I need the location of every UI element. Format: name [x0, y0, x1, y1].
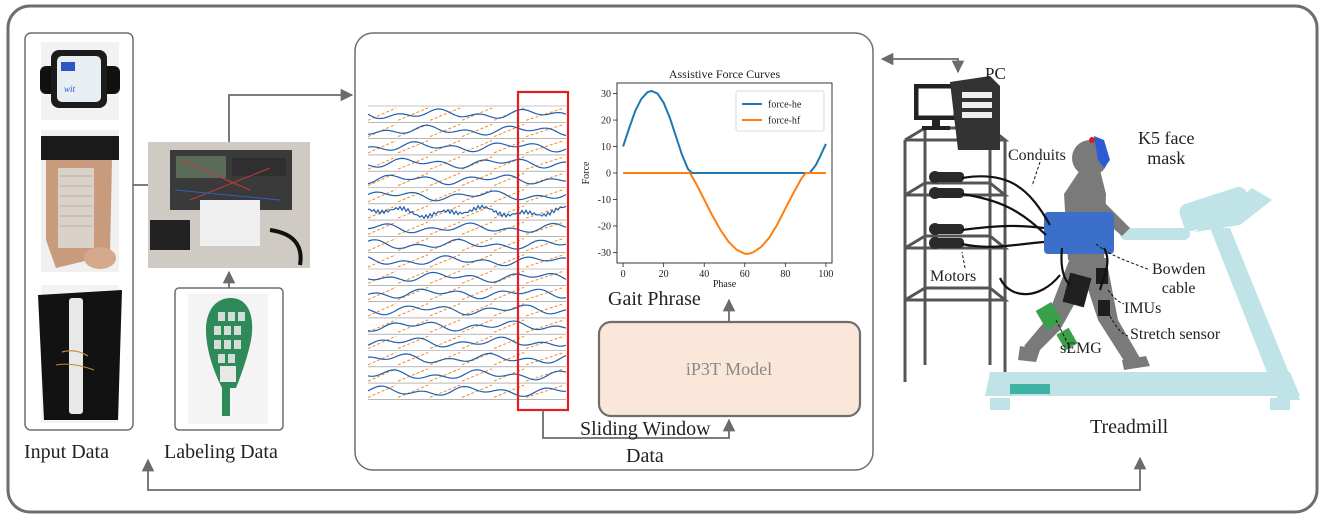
signal-gait-ramp: [367, 335, 565, 349]
model-label: iP3T Model: [686, 359, 772, 379]
input-data-label: Input Data: [24, 441, 109, 463]
legend-label: force-hf: [768, 116, 801, 127]
bowden-cable-label-line1: Bowden: [1152, 261, 1206, 278]
imus-label: IMUs: [1124, 300, 1162, 317]
y-tick-label: 0: [606, 169, 611, 180]
stretch-sensor-label: Stretch sensor: [1130, 326, 1221, 343]
k5-mask-label: K5 face mask: [1138, 128, 1194, 168]
x-tick-label: 40: [699, 269, 709, 280]
k5-mask-icon: [1094, 136, 1110, 168]
outer-frame: [6, 4, 1319, 514]
signal-trace: [367, 288, 567, 300]
pc-icon: [914, 76, 1000, 150]
imu-watch-image: wit: [40, 42, 120, 120]
signal-trace: [367, 124, 567, 137]
motors-label: Motors: [930, 268, 977, 285]
signal-trace: [367, 157, 567, 169]
signal-gait-ramp: [367, 319, 565, 333]
signal-trace: [367, 304, 567, 316]
sensor-signal-grid: [367, 105, 567, 400]
signal-gait-ramp: [367, 254, 565, 268]
conduit-cables: [961, 175, 1109, 296]
y-tick-label: -20: [598, 221, 611, 232]
signal-trace: [368, 204, 567, 220]
signal-trace: [367, 255, 567, 267]
y-tick-label: -30: [598, 248, 611, 259]
legend-label: force-he: [768, 100, 802, 111]
callout-lines: [961, 161, 1151, 349]
equipment-rack: [903, 126, 1010, 382]
motor-icons: [929, 171, 964, 249]
bowden-cable-label-line2: cable: [1161, 280, 1196, 297]
treadmill-label: Treadmill: [1090, 416, 1169, 438]
leg-sensor-icons: [1035, 268, 1110, 351]
treadmill-icon: [985, 186, 1300, 410]
data-label: Data: [626, 445, 664, 467]
sliding-window-label: Sliding Window: [580, 418, 711, 440]
signal-gait-ramp: [367, 140, 565, 154]
input-data-panel: [24, 32, 134, 431]
y-axis-label: Force: [581, 161, 592, 184]
x-tick-label: 100: [818, 269, 833, 280]
processing-panel: [354, 32, 874, 471]
chart-title: Assistive Force Curves: [669, 67, 781, 81]
labeling-data-label: Labeling Data: [164, 441, 278, 463]
signal-trace: [367, 141, 567, 153]
signal-trace: [367, 385, 567, 397]
signal-trace: [367, 108, 567, 120]
semg-label: sEMG: [1060, 340, 1102, 357]
y-tick-label: -10: [598, 195, 611, 206]
signal-trace: [368, 352, 567, 364]
signal-trace: [367, 174, 567, 186]
foot-pressure-insole-image: [188, 294, 268, 424]
pc-label: PC: [985, 64, 1006, 83]
y-tick-label: 20: [601, 116, 611, 127]
y-tick-label: 30: [601, 89, 611, 100]
gait-phrase-label: Gait Phrase: [608, 288, 701, 310]
k5-mask-label-line2: mask: [1147, 148, 1186, 168]
treadmill-scene: [903, 76, 1300, 410]
signal-trace: [367, 320, 567, 332]
svg-text:wit: wit: [64, 84, 76, 94]
arrow-window-to-model: [542, 410, 736, 439]
x-axis-label: Phase: [713, 279, 737, 290]
conduits-label: Conduits: [1008, 147, 1066, 164]
signal-gait-ramp: [367, 352, 565, 366]
signal-trace: [367, 271, 567, 283]
signal-gait-ramp: [367, 384, 565, 398]
semg-sleeve-image: [38, 285, 122, 423]
series-line-force-hf: [623, 172, 826, 255]
x-tick-label: 0: [621, 269, 626, 280]
signal-gait-ramp: [367, 303, 565, 317]
y-tick-label: 10: [601, 142, 611, 153]
signal-trace: [367, 222, 567, 234]
exoskeleton-belt-icon: [1044, 212, 1114, 254]
control-board-image: [148, 142, 310, 268]
signal-trace: [367, 238, 567, 250]
arrow-board-to-signals: [228, 88, 354, 142]
signal-trace: [367, 336, 567, 348]
signal-gait-ramp: [367, 221, 565, 235]
x-tick-label: 80: [780, 269, 790, 280]
arrow-treadmill-to-input: [141, 456, 1147, 491]
arrow-panel-to-pc: [880, 52, 965, 74]
signal-trace: [367, 369, 567, 381]
stretch-sensor-arm-image: [41, 130, 119, 272]
signal-gait-ramp: [367, 368, 565, 382]
k5-mask-label-line1: K5 face: [1138, 128, 1195, 148]
signal-trace: [367, 190, 567, 202]
bowden-cable-label: Bowden cable: [1152, 260, 1205, 298]
x-tick-label: 60: [740, 269, 750, 280]
x-tick-label: 20: [659, 269, 669, 280]
